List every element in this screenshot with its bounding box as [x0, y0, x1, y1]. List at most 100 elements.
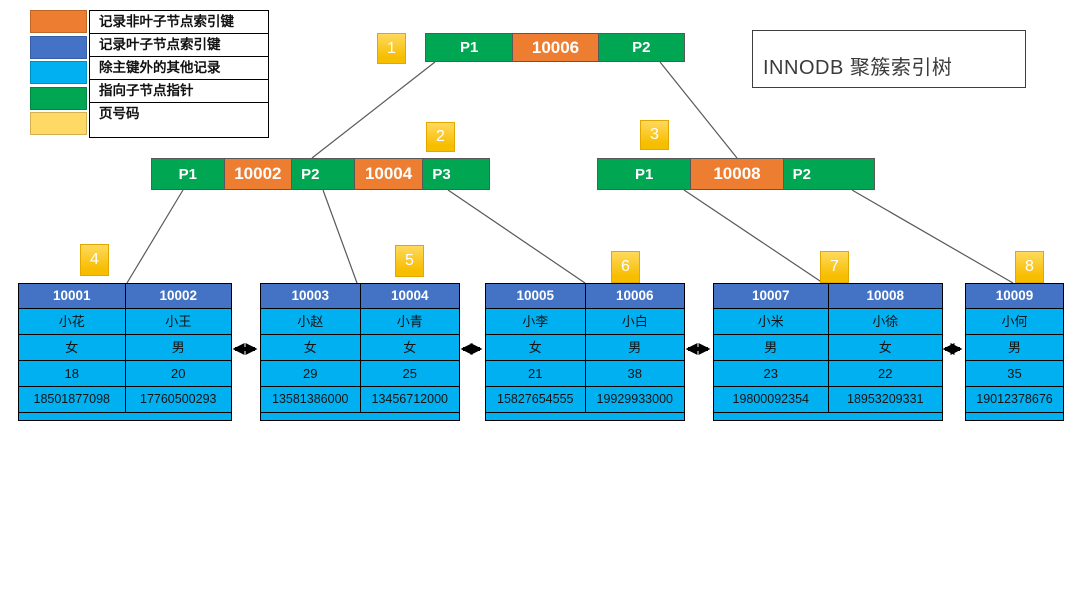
leaf-key-cell: 10001 [19, 284, 125, 308]
leaf-key-cell: 10007 [714, 284, 828, 308]
legend-label: 记录叶子节点索引键 [90, 34, 268, 57]
pointer-label: P2 [632, 39, 651, 56]
key-label: 10002 [234, 164, 282, 183]
pointer-label: P1 [459, 39, 479, 56]
record-cell: 小何 [966, 309, 1063, 334]
diagram-title-box: INNODB 聚簇索引树 [752, 30, 1026, 88]
index-node-page-1: P1 10006 P2 [425, 33, 685, 62]
index-node-page-3: P1 10008 P2 [597, 158, 875, 190]
leaf-key-cell: 10004 [359, 284, 459, 308]
page-badge-1: 1 [377, 33, 406, 64]
record-cell: 38 [584, 361, 684, 386]
record-cell: 18 [19, 361, 125, 386]
record-cell: 29 [261, 361, 360, 386]
page-badge-2: 2 [426, 122, 455, 152]
page-badge-3: 3 [640, 120, 669, 150]
leaf-page-6: 10005 10006 小李 小白 女 男 21 38 15827654555 … [485, 283, 685, 421]
pointer-cell-p2: P2 [597, 34, 684, 61]
legend-swatch-other-record [30, 61, 87, 85]
legend-label: 指向子节点指针 [90, 80, 268, 103]
leaf-phone-row: 19012378676 [966, 386, 1063, 412]
record-cell: 女 [486, 335, 585, 360]
key-cell-10006: 10006 [512, 34, 598, 61]
record-cell: 小徐 [827, 309, 942, 334]
pointer-cell-p3: P3 [422, 159, 489, 189]
leaf-key-row: 10001 10002 [19, 284, 231, 308]
leaf-key-cell: 10006 [584, 284, 684, 308]
record-cell: 23 [714, 361, 828, 386]
leaf-key-cell: 10009 [966, 284, 1063, 308]
pointer-cell-p1: P1 [426, 34, 513, 61]
pointer-label: P1 [634, 165, 654, 183]
pointer-cell-p1: P1 [598, 159, 691, 189]
key-label: 10004 [364, 164, 413, 183]
record-cell: 19800092354 [714, 387, 828, 412]
leaf-key-cell: 10008 [827, 284, 942, 308]
record-cell: 小花 [19, 309, 125, 334]
legend-labels: 记录非叶子节点索引键 记录叶子节点索引键 除主键外的其他记录 指向子节点指针 页… [89, 10, 269, 138]
record-cell: 35 [966, 361, 1063, 386]
record-cell: 小赵 [261, 309, 360, 334]
leaf-name-row: 小李 小白 [486, 308, 684, 334]
leaf-empty-space [261, 412, 459, 420]
record-cell: 女 [359, 335, 459, 360]
key-cell-10004: 10004 [353, 159, 423, 189]
leaf-age-row: 23 22 [714, 360, 942, 386]
key-label: 10008 [713, 164, 761, 183]
record-cell: 男 [966, 335, 1063, 360]
record-cell: 男 [714, 335, 828, 360]
leaf-key-cell: 10003 [261, 284, 360, 308]
pointer-cell-p1: P1 [152, 159, 224, 189]
leaf-empty-space [19, 412, 231, 420]
legend-label: 除主键外的其他记录 [90, 57, 268, 80]
record-cell: 小米 [714, 309, 828, 334]
record-cell: 女 [19, 335, 125, 360]
diagram-title: INNODB 聚簇索引树 [763, 57, 953, 79]
page-badge-5: 5 [395, 245, 424, 277]
record-cell: 女 [827, 335, 942, 360]
pointer-cell-p2: P2 [782, 159, 874, 189]
key-cell-10008: 10008 [690, 159, 783, 189]
edge-page2-p3-to-page6 [447, 189, 586, 284]
record-cell: 19929933000 [584, 387, 684, 412]
leaf-key-row: 10005 10006 [486, 284, 684, 308]
pointer-cell-p2: P2 [291, 159, 354, 189]
leaf-key-cell: 10002 [124, 284, 231, 308]
record-cell: 男 [124, 335, 231, 360]
legend-swatch-page-number [30, 112, 87, 136]
page-badge-6: 6 [611, 251, 640, 283]
leaf-page-7: 10007 10008 小米 小徐 男 女 23 22 19800092354 … [713, 283, 943, 421]
leaf-empty-space [486, 412, 684, 420]
leaf-gender-row: 女 男 [486, 334, 684, 360]
record-cell: 小白 [584, 309, 684, 334]
record-cell: 15827654555 [486, 387, 585, 412]
edge-page3-p1-to-page7 [683, 189, 824, 284]
edge-page2-p1-to-page4 [126, 189, 184, 284]
leaf-page-8: 10009 小何 男 35 19012378676 [965, 283, 1064, 421]
leaf-phone-row: 19800092354 18953209331 [714, 386, 942, 412]
leaf-name-row: 小花 小王 [19, 308, 231, 334]
legend-label: 记录非叶子节点索引键 [90, 11, 268, 34]
leaf-phone-row: 13581386000 13456712000 [261, 386, 459, 412]
leaf-page-5: 10003 10004 小赵 小青 女 女 29 25 13581386000 … [260, 283, 460, 421]
leaf-name-row: 小何 [966, 308, 1063, 334]
record-cell: 女 [261, 335, 360, 360]
legend-swatch-child-pointer [30, 86, 87, 110]
record-cell: 18953209331 [827, 387, 942, 412]
leaf-empty-space [966, 412, 1063, 420]
record-cell: 小李 [486, 309, 585, 334]
record-cell: 13581386000 [261, 387, 360, 412]
record-cell: 男 [584, 335, 684, 360]
legend-swatches [30, 10, 87, 138]
key-cell-10002: 10002 [223, 159, 292, 189]
index-node-page-2: P1 10002 P2 10004 P3 [151, 158, 490, 190]
leaf-key-cell: 10005 [486, 284, 585, 308]
record-cell: 17760500293 [124, 387, 231, 412]
record-cell: 19012378676 [966, 387, 1063, 412]
leaf-gender-row: 男 女 [714, 334, 942, 360]
legend-swatch-non-leaf-key [30, 10, 87, 33]
page-badge-7: 7 [820, 251, 849, 283]
leaf-name-row: 小赵 小青 [261, 308, 459, 334]
edge-page2-p2-to-page5 [322, 189, 358, 284]
